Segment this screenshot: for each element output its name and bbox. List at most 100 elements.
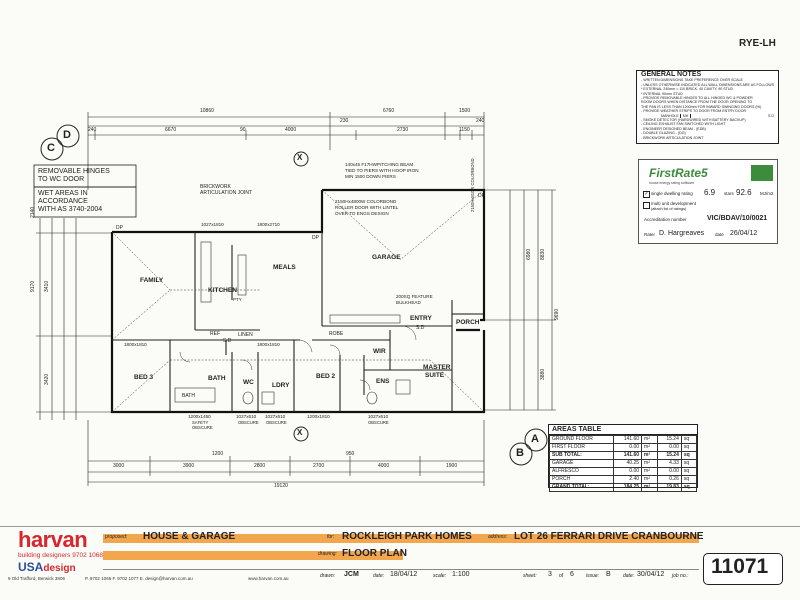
room-robe: ROBE: [329, 331, 344, 337]
kitchen-bench: [200, 241, 212, 303]
areas-table-title: AREAS TABLE: [549, 425, 697, 435]
dimension-text: 2140: [30, 206, 36, 218]
areas-cell-name: ALFRESCO: [549, 467, 614, 476]
room-wc: WC: [243, 379, 254, 386]
dimension-text: 2800: [254, 463, 266, 469]
dimension-text: 240: [476, 118, 485, 124]
floor-plan: [33, 112, 556, 486]
rater-date-label: date: [715, 232, 724, 237]
sheet-code: RYE-LH: [739, 38, 776, 49]
dimension-text: 1500: [459, 108, 471, 114]
dimension-text: 19120: [274, 483, 288, 489]
dimension-text: 1900: [446, 463, 458, 469]
plotted-date-value: 30/04/12: [637, 571, 665, 578]
room-kitchen: KITCHEN: [208, 287, 237, 294]
areas-cell-name: GRAND TOTAL:: [549, 483, 614, 492]
areas-cell-m2: 0.00: [612, 443, 643, 452]
dimension-text: 90: [240, 127, 246, 133]
dimension-text: 6670: [165, 127, 177, 133]
smoke-detector: S.D: [223, 338, 232, 344]
internal-walls: [112, 232, 453, 412]
scale-value: 1:100: [452, 571, 470, 578]
note-line: THE PAN IS LESS THAN 1200mm FOR INWARD S…: [641, 104, 762, 109]
laundry-trough: [261, 391, 275, 405]
sheet-value: 3: [548, 571, 552, 578]
note-line: - UNLESS OTHERWISE INDICATED ALL WALL DI…: [641, 82, 774, 87]
room-garage: GARAGE: [372, 254, 401, 261]
dp-label: DP: [312, 235, 319, 241]
feature-bulkhead: [329, 314, 401, 324]
rater-date-value: 26/04/12: [730, 230, 758, 237]
dimension-text: 6760: [383, 108, 395, 114]
accreditation-value: VIC/BDAV/10/0021: [707, 215, 768, 222]
kitchen-island: [237, 254, 247, 296]
elevation-marker-x: X: [297, 153, 303, 162]
company-address: 9 Old Trafford, Berwick 3806: [8, 576, 65, 581]
ensuite-shower: [395, 379, 411, 395]
dimension-text: 9690: [554, 308, 560, 320]
areas-cell-u1: m²: [641, 451, 658, 460]
dp-label: DP: [478, 193, 485, 199]
areas-cell-u1: m²: [641, 483, 658, 492]
areas-cell-name: GARAGE: [549, 459, 614, 468]
stars-label: stars: [724, 191, 734, 196]
section-markers: [40, 124, 548, 466]
single-dwelling-value: 6.9: [704, 188, 716, 197]
obscure-note: OBSCURE: [368, 420, 389, 425]
vic-logo-icon: [751, 165, 773, 181]
issue-label: issue:: [586, 573, 600, 579]
note-line: - WRITTEN DIMENSIONS TAKE PREFERENCE OVE…: [641, 78, 743, 83]
areas-cell-sq: 0.00: [656, 467, 682, 476]
areas-cell-m2: 141.60: [612, 451, 643, 460]
areas-cell-m2: 0.00: [612, 467, 643, 476]
areas-cell-sq: 4.33: [656, 459, 682, 468]
note-line: * INTERNAL 90mm STUD: [641, 91, 683, 96]
areas-cell-m2: 40.25: [612, 459, 643, 468]
rater-label: Rater: [644, 232, 656, 237]
title-strip: [103, 534, 699, 543]
room-porch: PORCH: [456, 319, 480, 326]
window-size: 1027x610: [236, 414, 257, 419]
panel-lift-note: 2150Hx810W COLORBOND: [470, 158, 475, 212]
room-entry: ENTRY: [410, 315, 432, 322]
accreditation-label: Accreditation number: [644, 217, 687, 222]
areas-cell-u2: sq: [680, 451, 698, 460]
job-label: job no.:: [672, 573, 689, 579]
date-label: date:: [373, 573, 385, 579]
proposed-label: proposed:: [105, 534, 128, 540]
dimension-text: 3880: [540, 368, 546, 380]
areas-cell-u2: sq: [680, 443, 698, 452]
areas-cell-m2: 184.25: [612, 483, 643, 492]
section-marker-b: B: [516, 447, 524, 459]
for-label: for:: [327, 534, 335, 540]
single-dwelling-checkbox: ✓: [643, 191, 650, 198]
company-phone: P. 9702 1066 F. 9702 1077 E. design@harv…: [85, 576, 193, 581]
note-line: * EXTERNAL 240mm = 110 BRICK, 40 CAVITY,…: [641, 87, 734, 92]
obscure-note: OBSCURE: [266, 420, 287, 425]
company-web: www.harvan.com.au: [248, 576, 289, 581]
section-marker-d: D: [63, 129, 71, 141]
dimension-text: 4000: [378, 463, 390, 469]
fridge-space: REF: [210, 331, 220, 337]
stars-value: 92.6: [736, 188, 752, 197]
dimension-text: 3410: [44, 280, 50, 292]
proposed-value: HOUSE & GARAGE: [143, 531, 236, 542]
dp-label: DP: [116, 225, 123, 231]
areas-cell-u1: m²: [641, 443, 658, 452]
room-ens: ENS: [376, 378, 390, 385]
company-logo: harvan: [18, 527, 88, 552]
door-swings: [179, 325, 417, 391]
